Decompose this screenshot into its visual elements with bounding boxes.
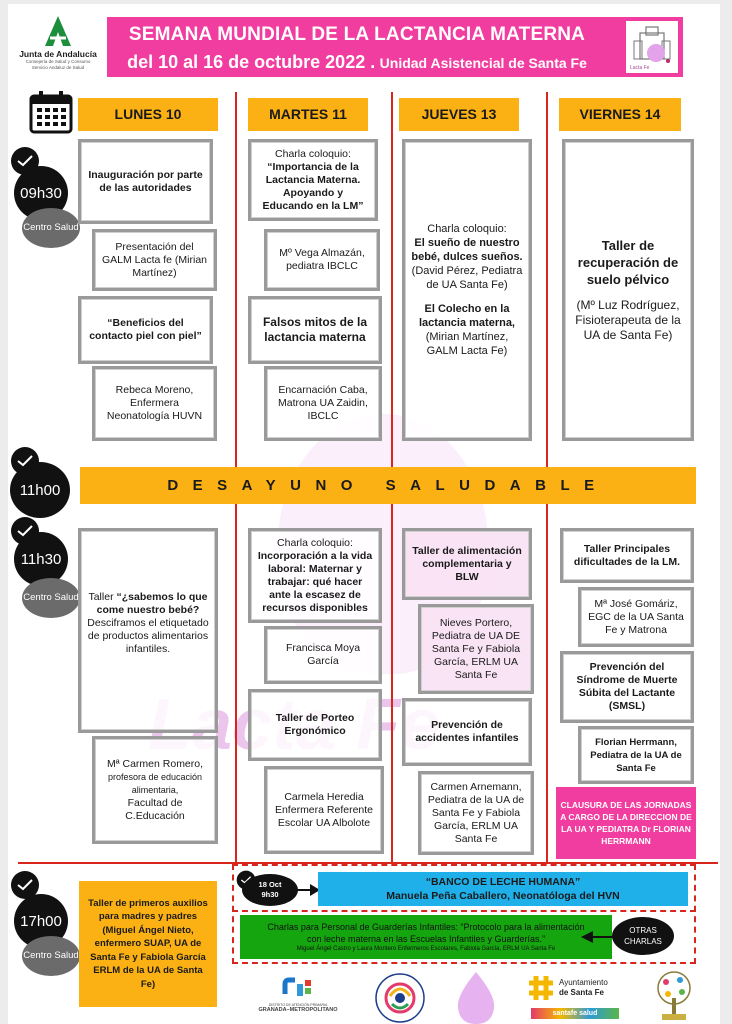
page-subtitle: del 10 al 16 de octubre 2022 . Unidad As…: [107, 52, 607, 73]
time-badge-1100: 11h00: [10, 462, 70, 518]
event-card: Charla coloquio: “Importancia de la Lact…: [248, 139, 378, 221]
org-sub-2: Servicio Andaluz de Salud: [31, 65, 85, 70]
place-badge: Centro Salud: [22, 936, 80, 976]
talk-1-title: El sueño de nuestro bebé, dulces sueños.: [411, 237, 523, 263]
place-badge: Centro Salud: [22, 578, 80, 618]
closing-ceremony-box: CLAUSURA DE LAS JORNADAS A CARGO DE LA D…: [556, 787, 696, 859]
distrito-logo-icon: [282, 977, 311, 996]
nursery-line-2: con leche materna en las Escuelas Infant…: [306, 933, 546, 944]
nursery-line-1: Charlas para Personal de Guarderías Infa…: [267, 921, 585, 932]
event-card: Taller Principales dificultades de la LM…: [560, 528, 694, 583]
event-card: “Beneficios del contacto piel con piel”: [78, 296, 213, 364]
lacta-fe-drop-logo: [454, 970, 498, 1024]
frame-divider: [232, 864, 696, 912]
calendar-icon: [28, 89, 74, 140]
bank-date: 18 Oct: [258, 880, 282, 889]
section-divider: [18, 862, 718, 864]
event-card: Taller de Porteo Ergonómico: [248, 689, 382, 761]
event-title: “¿sabemos lo que come nuestro bebé?: [96, 591, 208, 616]
time-badge-1130: 11h30: [14, 532, 68, 586]
event-card: Charla coloquio: Incorporación a la vida…: [248, 528, 382, 623]
bank-speaker: Manuela Peña Caballero, Neonatóloga del …: [386, 890, 620, 902]
junta-andalucia-logo: Junta de Andalucía Consejería de Salud y…: [14, 14, 102, 80]
talk-2-speaker: (Mirian Martínez, GALM Lacta Fe): [425, 331, 509, 357]
event-card: Falsos mitos de la lactancia materna: [248, 296, 382, 364]
other-talks-badge: OTRAS CHARLAS: [612, 917, 674, 955]
speaker-card: Nieves Portero, Pediatra de UA DE Santa …: [418, 604, 534, 694]
event-card: Inauguración por parte de las autoridade…: [78, 139, 213, 224]
event-card: Prevención de accidentes infantiles: [402, 698, 532, 766]
speaker-card: Carmen Arnemann, Pediatra de la UA de Sa…: [418, 771, 534, 855]
nursery-staff-talks: Charlas para Personal de Guarderías Infa…: [240, 915, 612, 959]
day-header-martes: MARTES 11: [248, 98, 368, 131]
subtitle-dates: del 10 al 16 de octubre 2022 .: [127, 52, 376, 72]
poster: Lacta Fe Junta de Andalucía Consejería d…: [8, 4, 720, 1024]
speaker-card: Carmela Heredia Enfermera Referente Esco…: [264, 766, 384, 854]
building-icon: [633, 26, 671, 63]
event-card: Taller de alimentación complementaria y …: [402, 528, 532, 600]
event-title: Incorporación a la vida laboral: Materna…: [257, 549, 373, 614]
event-description: Desciframos el etiquetado de productos a…: [87, 617, 209, 655]
talk-2-title: El Colecho en la lactancia materna,: [419, 303, 515, 329]
logo1-text-1: DISTRITO DE ATENCIÓN PRIMARIA: [268, 1003, 328, 1007]
org-sub-1: Consejería de Salud y Consumo: [25, 59, 91, 64]
bank-time: 9h30: [261, 890, 279, 899]
lacta-fe-logo: Lacta Fe: [626, 21, 678, 73]
page-title: SEMANA MUNDIAL DE LA LACTANCIA MATERNA: [128, 24, 586, 45]
speaker-org: Facultad de C.Educación: [125, 796, 185, 822]
speaker-card: Mº Vega Almazán, pediatra IBCLC: [264, 229, 380, 291]
clock-icon: [10, 870, 40, 900]
day-header-jueves: JUEVES 13: [399, 98, 519, 131]
logo4-text-1: Ayuntamiento: [559, 978, 608, 987]
speaker-role: profesora de educación alimentaria,: [107, 771, 203, 795]
bank-date-badge: 18 Oct 9h30: [242, 874, 298, 906]
other-talks-frame: [232, 864, 696, 964]
breastfeeding-support-logo: [374, 972, 426, 1024]
arrow-left-icon: [581, 930, 615, 949]
first-aid-workshop: Taller de primeros auxilios para madres …: [79, 881, 217, 1007]
hashtag-icon: [529, 976, 553, 1000]
day-header-lunes: LUNES 10: [78, 98, 218, 131]
event-card: Prevención del Síndrome de Muerte Súbita…: [560, 651, 694, 723]
event-prefix: Charla coloquio:: [277, 536, 353, 549]
speaker-card: Mª Carmen Romero, profesora de educación…: [92, 736, 218, 844]
talk-1-speaker: (David Pérez, Pediatra de UA Santa Fe): [411, 265, 523, 291]
milk-bank-talk: “BANCO DE LECHE HUMANA” Manuela Peña Cab…: [318, 872, 688, 906]
logo1-text-2: GRANADA–METROPOLITANO: [258, 1007, 338, 1013]
lacta-logo-text: Lacta Fe: [630, 65, 650, 71]
other-label-1: OTRAS: [629, 926, 657, 935]
breakfast-banner: DESAYUNO SALUDABLE: [80, 467, 696, 504]
place-badge: Centro Salud: [22, 208, 80, 248]
speaker-card: Rebeca Moreno, Enfermera Neonatología HU…: [92, 366, 217, 441]
event-card: Charla coloquio: El sueño de nuestro beb…: [402, 139, 532, 441]
arrow-right-icon: [296, 883, 320, 902]
distrito-granada-logo: DISTRITO DE ATENCIÓN PRIMARIA GRANADA–ME…: [258, 976, 338, 1013]
event-title: Taller de recuperación de suelo pélvico: [577, 238, 679, 287]
subtitle-unit: Unidad Asistencial de Santa Fe: [379, 55, 587, 71]
nursery-speakers: Miguel Ángel Castro y Laura Montero Enfe…: [296, 945, 556, 952]
junta-a-icon: [45, 16, 71, 46]
other-label-2: CHARLAS: [624, 937, 662, 946]
event-card: Taller de recuperación de suelo pélvico …: [562, 139, 694, 441]
event-prefix: Charla coloquio:: [275, 147, 351, 160]
speaker-name: Mª Carmen Romero,: [106, 757, 204, 770]
speaker-card: Francisca Moya García: [264, 626, 382, 684]
logo4-text-3: santafe salud: [531, 1008, 619, 1019]
event-prefix: Taller: [88, 591, 117, 603]
speaker-card: Encarnación Caba, Matrona UA Zaidin, IBC…: [264, 366, 382, 441]
speaker-card: Florian Herrmann, Pediatra de la UA de S…: [578, 726, 694, 784]
ayuntamiento-santa-fe-logo: Ayuntamiento de Santa Fe santafe salud: [527, 974, 627, 1024]
logo4-text-2: de Santa Fe: [559, 988, 604, 997]
org-name: Junta de Andalucía: [19, 49, 97, 59]
event-card: Taller “¿sabemos lo que come nuestro beb…: [78, 528, 218, 733]
title-banner: SEMANA MUNDIAL DE LA LACTANCIA MATERNA d…: [107, 17, 683, 77]
speaker-card: Mª José Gomáriz, EGC de la UA Santa Fe y…: [578, 587, 694, 647]
event-speaker: (Mº Luz Rodríguez, Fisioterapeuta de la …: [575, 298, 681, 342]
speaker-card: Presentación del GALM Lacta fe (Mirian M…: [92, 229, 217, 291]
bank-title: “BANCO DE LECHE HUMANA”: [425, 876, 581, 888]
day-header-viernes: VIERNES 14: [559, 98, 681, 131]
tree-logo: [654, 970, 694, 1024]
event-title: “Importancia de la Lactancia Materna. Ap…: [262, 160, 364, 212]
event-prefix: Charla coloquio:: [427, 223, 507, 235]
